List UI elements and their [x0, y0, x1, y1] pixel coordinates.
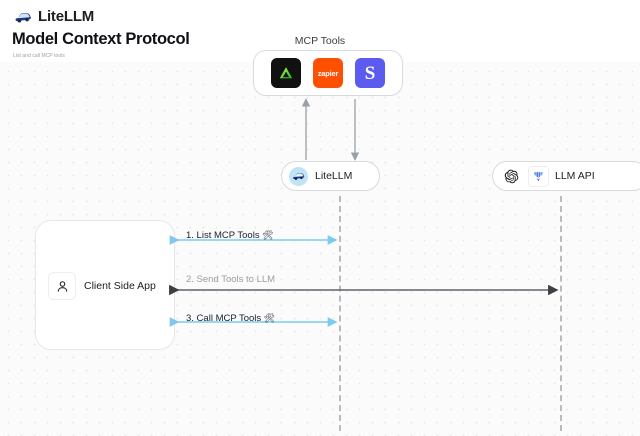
tool-icon-slack[interactable]: S: [355, 58, 385, 88]
gemini-icon: [528, 165, 549, 187]
tool-icon-linear[interactable]: [271, 58, 301, 88]
openai-icon: [501, 165, 522, 187]
zapier-wordmark: zapier: [317, 68, 339, 78]
tool-icon-zapier[interactable]: zapier: [313, 58, 343, 88]
litellm-badge-icon: [289, 166, 308, 186]
page-subtitle: List and call MCP tools: [13, 53, 65, 59]
node-litellm[interactable]: LiteLLM: [281, 161, 380, 191]
node-litellm-label: LiteLLM: [315, 170, 353, 182]
node-client-side-app[interactable]: Client Side App: [35, 220, 175, 350]
slack-s-icon: S: [364, 62, 376, 84]
mcp-tools-group-label: MCP Tools: [294, 35, 346, 47]
lifeline-litellm: [339, 196, 341, 431]
node-llm-api-label: LLM API: [555, 170, 595, 182]
user-glyph: [57, 280, 67, 292]
edge-label-2: 2. Send Tools to LLM: [186, 274, 275, 285]
user-icon: [48, 272, 76, 300]
edge-label-1-text: 1. List MCP Tools: [186, 230, 260, 241]
linear-triangle-icon: [279, 67, 293, 79]
tools-emoji-1: 🛠: [262, 230, 274, 240]
node-client-side-app-label: Client Side App: [84, 280, 156, 292]
node-llm-api[interactable]: LLM API: [492, 161, 640, 191]
lifeline-llm-api: [560, 196, 562, 431]
edge-label-3-text: 3. Call MCP Tools: [186, 313, 262, 324]
edge-label-1: 1. List MCP Tools 🛠: [186, 230, 274, 241]
edge-label-3: 3. Call MCP Tools 🛠: [186, 313, 275, 324]
client-side-app-content: Client Side App: [48, 272, 156, 300]
tools-emoji-3: 🛠: [263, 313, 276, 323]
page-title: Model Context Protocol: [12, 30, 190, 48]
openai-glyph: [504, 169, 519, 183]
mcp-tools-group: zapier S: [253, 50, 403, 96]
brand-name: LiteLLM: [38, 8, 95, 25]
litellm-logo-icon: [15, 12, 31, 23]
gemini-glyph: [534, 171, 543, 181]
edge-label-2-text: 2. Send Tools to LLM: [186, 274, 276, 285]
brand: LiteLLM: [14, 8, 94, 25]
litellm-logo-icon-small: [293, 173, 305, 181]
